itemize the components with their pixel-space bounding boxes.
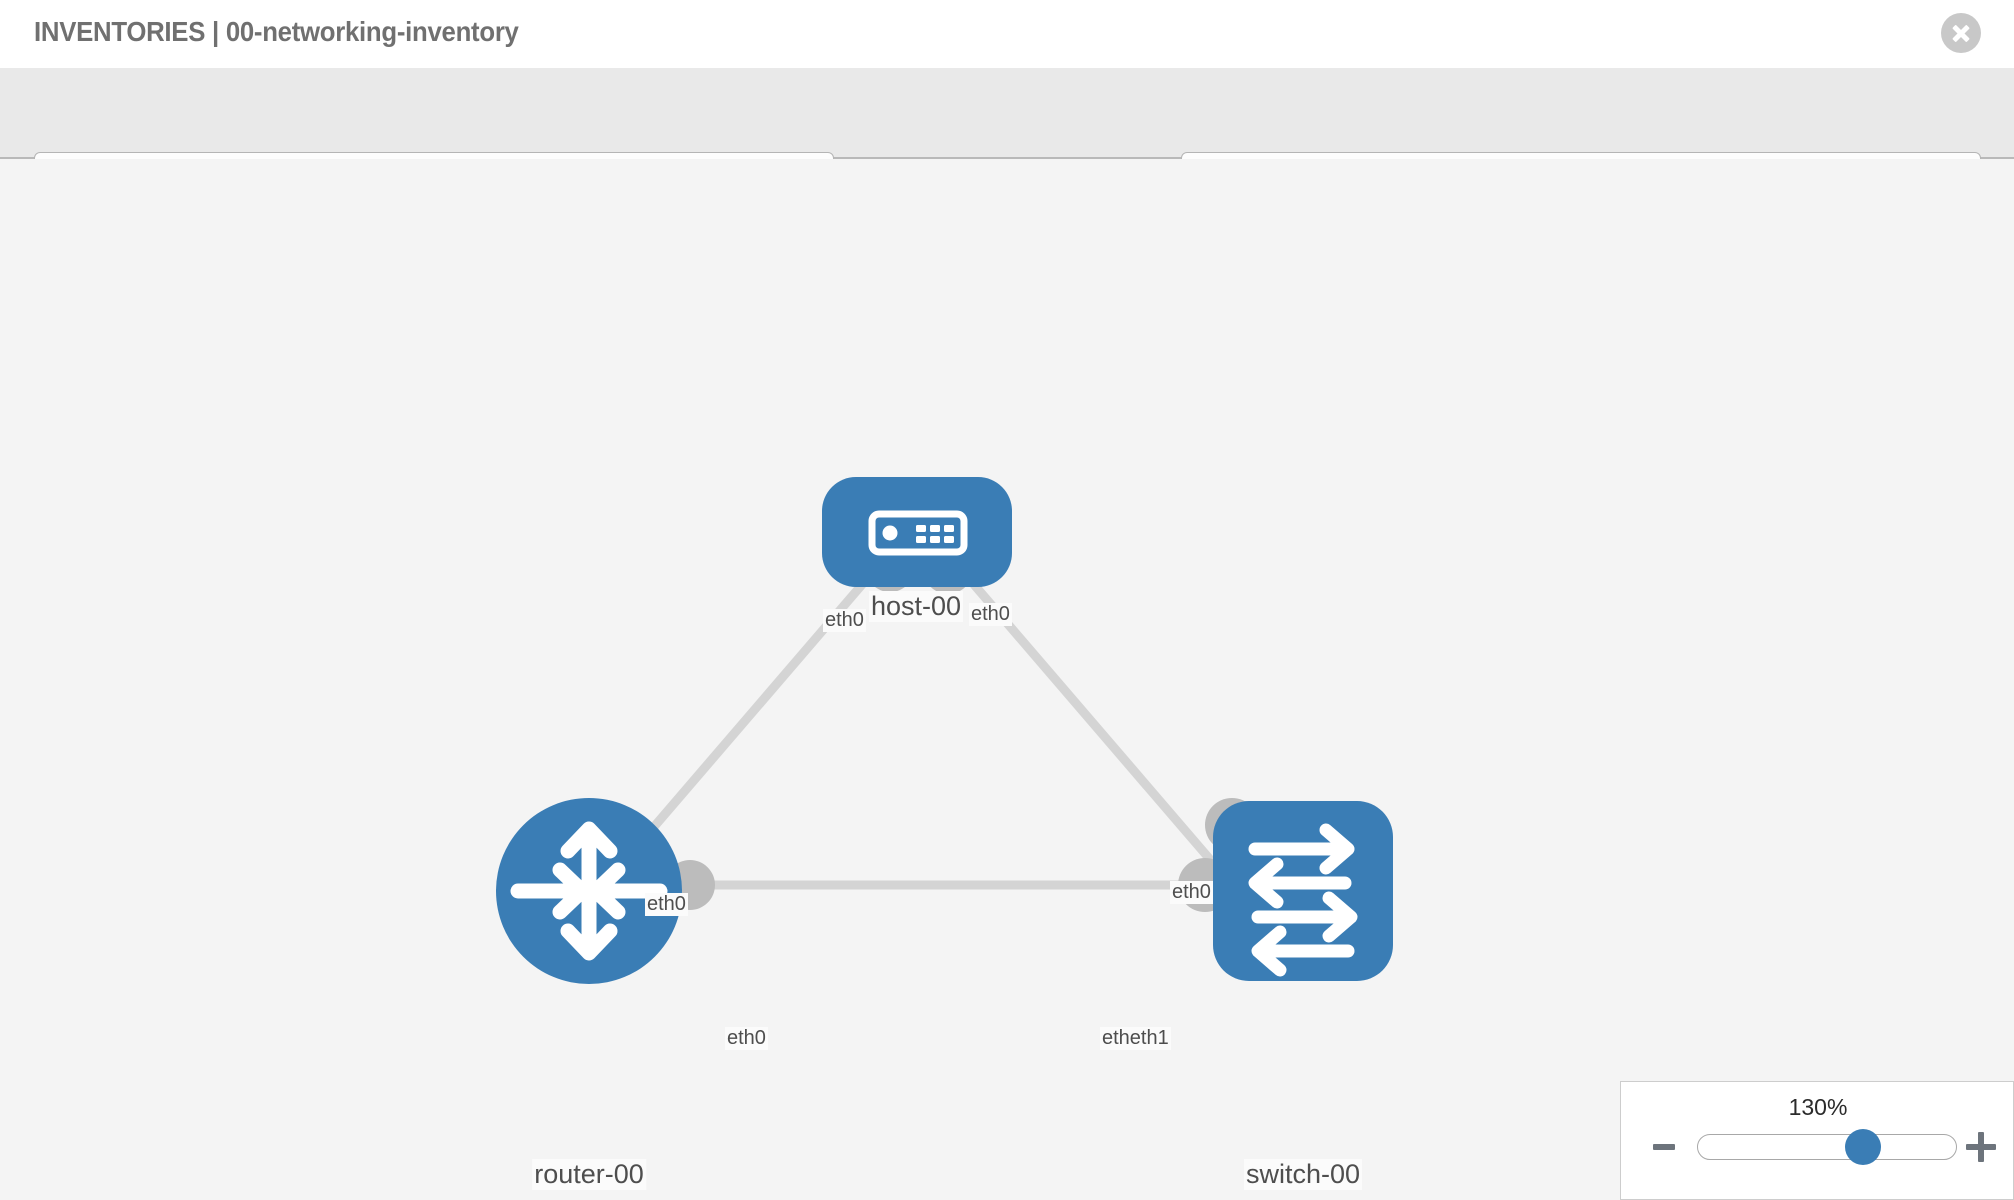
link-label-switch-up: eth0 bbox=[1170, 881, 1213, 904]
zoom-level-value: 130% bbox=[1788, 1094, 1848, 1120]
link-label-router-right: eth0 bbox=[725, 1027, 768, 1050]
close-icon[interactable] bbox=[1941, 13, 1981, 53]
zoom-control-panel: 130% bbox=[1620, 1081, 2014, 1200]
zoom-slider-track[interactable] bbox=[1697, 1134, 1957, 1160]
node-router-00[interactable] bbox=[496, 798, 682, 984]
page-title: INVENTORIES | 00-networking-inventory bbox=[34, 16, 519, 47]
node-label-host-00: host-00 bbox=[868, 591, 964, 622]
zoom-slider-thumb[interactable] bbox=[1845, 1129, 1881, 1165]
zoom-out-button[interactable] bbox=[1653, 1144, 1675, 1150]
node-label-switch-00: switch-00 bbox=[1243, 1159, 1363, 1190]
node-host-00[interactable] bbox=[822, 477, 1012, 587]
topology-graph bbox=[496, 477, 1393, 984]
node-switch-00[interactable] bbox=[1213, 801, 1393, 981]
link-label-host-left: eth0 bbox=[823, 609, 866, 632]
node-label-router-00: router-00 bbox=[532, 1159, 646, 1190]
topology-canvas[interactable]: host-00 router-00 switch-00 eth0 eth0 et… bbox=[0, 159, 2014, 1200]
link-label-switch-left: etheth1 bbox=[1100, 1027, 1171, 1050]
link-label-router-up: eth0 bbox=[645, 893, 688, 916]
link-label-host-right: eth0 bbox=[969, 603, 1012, 626]
toolbar: ACTIONS SEARCH bbox=[0, 68, 2014, 202]
zoom-in-button[interactable] bbox=[1966, 1132, 1996, 1162]
page-header: INVENTORIES | 00-networking-inventory bbox=[0, 0, 2014, 68]
